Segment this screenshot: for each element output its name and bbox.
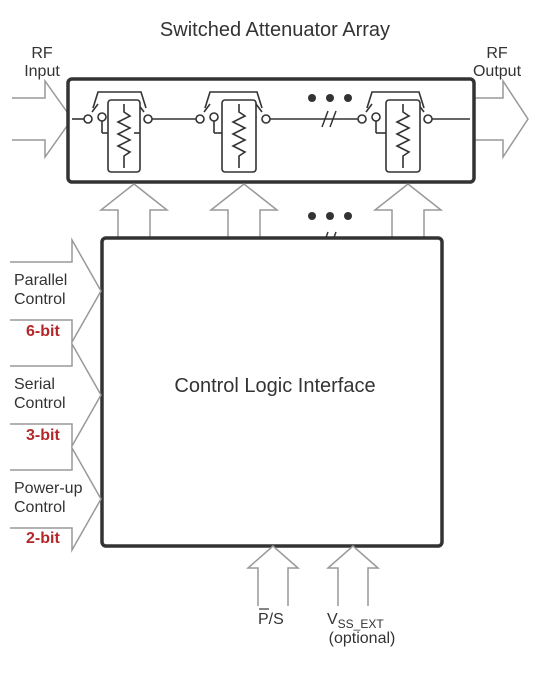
rf-input-label-2: Input bbox=[24, 63, 60, 80]
serial-control-label: Serial bbox=[14, 376, 55, 393]
vss-v: V bbox=[327, 611, 338, 628]
serial-control-label-2: Control bbox=[14, 395, 66, 412]
rf-input-label: RF bbox=[31, 45, 53, 62]
parallel-bits: 6-bit bbox=[26, 323, 60, 340]
control-arrows-up bbox=[98, 183, 444, 238]
attenuator-cell bbox=[195, 91, 271, 173]
diagram-title: Switched Attenuator Array bbox=[160, 19, 390, 41]
rf-output-arrow bbox=[470, 78, 529, 160]
powerup-bits: 2-bit bbox=[26, 530, 60, 547]
control-logic-label: Control Logic Interface bbox=[174, 375, 375, 397]
ellipsis-top bbox=[308, 94, 352, 102]
break-mark bbox=[321, 110, 337, 128]
powerup-control-label-2: Control bbox=[14, 499, 66, 516]
ps-p: P bbox=[258, 611, 269, 628]
svg-text:P/S: P/S bbox=[258, 611, 284, 628]
serial-bits: 3-bit bbox=[26, 427, 60, 444]
attenuator-cell bbox=[83, 91, 153, 173]
rf-input-arrow bbox=[12, 78, 73, 160]
ellipsis-middle bbox=[308, 212, 352, 220]
attenuator-array-box bbox=[66, 77, 476, 184]
parallel-control-label: Parallel bbox=[14, 272, 67, 289]
control-input-arrows bbox=[10, 237, 102, 553]
parallel-control-label-2: Control bbox=[14, 291, 66, 308]
attenuator-cell bbox=[357, 91, 433, 173]
vss-pin-label: VSS_EXT bbox=[327, 611, 384, 631]
bottom-input-arrows bbox=[246, 545, 380, 606]
rf-output-label: RF bbox=[486, 45, 508, 62]
rf-output-label-2: Output bbox=[473, 63, 522, 80]
vss-sub: SS_EXT bbox=[338, 617, 385, 631]
powerup-control-label: Power-up bbox=[14, 480, 83, 497]
ps-rest: /S bbox=[269, 611, 284, 628]
vss-note: (optional) bbox=[329, 630, 396, 647]
ps-pin-label: P/S bbox=[258, 608, 284, 628]
